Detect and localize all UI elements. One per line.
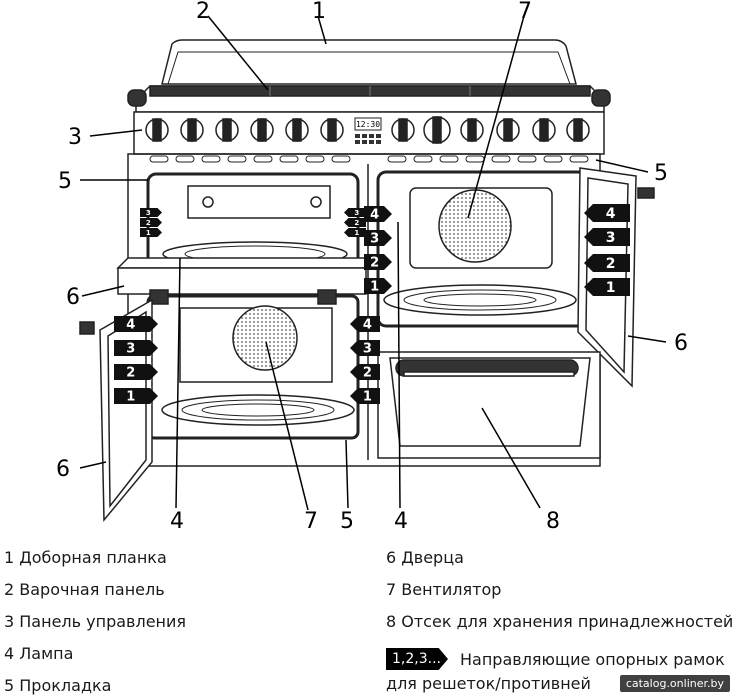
svg-text:2: 2 <box>126 365 135 380</box>
shelf-tag-4: 4 <box>350 316 380 332</box>
left-lower-door <box>79 298 153 523</box>
left-upper-oven <box>146 172 360 268</box>
callout-3: 3 <box>68 125 82 150</box>
shelf-guides-right-door: 1 2 3 4 <box>584 204 630 296</box>
shelf-tag-small-left-3: 3 <box>140 208 162 217</box>
clock-time: 12:30 <box>356 120 380 129</box>
shelf-tag-4: 4 <box>364 206 392 222</box>
svg-text:2: 2 <box>606 256 616 272</box>
shelf-guides-left-upper: 1 1 2 2 3 3 <box>140 208 366 237</box>
shelf-tag-small-left-2: 2 <box>140 218 162 227</box>
shelf-guides-left-lower-left: 1 2 3 4 <box>114 316 158 404</box>
legend-item-5: 5 Прокладка <box>4 676 112 695</box>
upstand <box>161 39 577 85</box>
shelf-tag-2: 2 <box>584 254 630 272</box>
callout-6-left-upper: 6 <box>66 285 80 310</box>
fan-right <box>438 189 512 263</box>
knob-row-right <box>391 116 590 144</box>
svg-text:1: 1 <box>146 229 151 237</box>
callout-7-top: 7 <box>518 0 532 24</box>
svg-text:4: 4 <box>126 317 135 332</box>
svg-text:2: 2 <box>354 219 359 227</box>
legend-item-7: 7 Вентилятор <box>386 580 502 599</box>
legend-item-3: 3 Панель управления <box>4 612 187 631</box>
svg-text:1: 1 <box>126 389 135 404</box>
svg-text:3: 3 <box>126 341 135 356</box>
right-main-door <box>577 167 655 388</box>
shelf-tag-3: 3 <box>114 340 158 356</box>
shelf-tag-2: 2 <box>114 364 158 380</box>
callout-1: 1 <box>312 0 326 24</box>
svg-text:4: 4 <box>370 207 379 222</box>
svg-text:3: 3 <box>354 209 359 217</box>
clock-display: 12:30 <box>354 117 382 144</box>
left-upper-door <box>116 257 374 305</box>
callout-numbers: 1 2 3 4 4 5 5 5 6 6 6 7 7 8 <box>56 0 688 530</box>
shelf-tag-small-right-1: 1 <box>344 228 366 237</box>
callout-5-left: 5 <box>58 169 72 194</box>
shelf-tag-small-right-3: 3 <box>344 208 366 217</box>
svg-text:4: 4 <box>363 317 372 332</box>
svg-text:3: 3 <box>146 209 151 217</box>
shelf-guides-right-oven: 1 2 3 4 <box>364 206 392 294</box>
callout-4-left: 4 <box>170 509 184 530</box>
shelf-tag-1: 1 <box>364 278 392 294</box>
callout-2: 2 <box>196 0 210 24</box>
control-panel: 12:30 <box>133 111 605 163</box>
shelf-tag-1: 1 <box>350 388 380 404</box>
svg-text:1: 1 <box>370 279 379 294</box>
svg-text:2: 2 <box>363 365 372 380</box>
svg-text:1: 1 <box>606 280 616 296</box>
svg-text:3: 3 <box>363 341 372 356</box>
legend-item-6: 6 Дверца <box>386 548 464 567</box>
shelf-guide-description: Направляющие опорных рамок для решеток/п… <box>386 648 725 696</box>
shelf-tag-1: 1 <box>584 278 630 296</box>
callout-6-left-lower: 6 <box>56 457 70 482</box>
shelf-tag-1: 1 <box>114 388 158 404</box>
svg-text:1: 1 <box>354 229 359 237</box>
shelf-guide-line-1: Направляющие опорных рамок <box>460 650 725 669</box>
callout-5-right: 5 <box>654 161 668 186</box>
leader-lines <box>79 15 667 511</box>
legend-item-4: 4 Лампа <box>4 644 74 663</box>
shelf-tag-2: 2 <box>364 254 392 270</box>
hob <box>127 85 611 113</box>
callout-4-right: 4 <box>394 509 408 530</box>
shelf-tag-4: 4 <box>584 204 630 222</box>
callout-7-bottom: 7 <box>304 509 318 530</box>
callout-6-right: 6 <box>674 331 688 356</box>
shelf-tag-3: 3 <box>584 228 630 246</box>
shelf-tag-3: 3 <box>364 230 392 246</box>
left-lower-oven <box>146 294 360 440</box>
watermark-logo: catalog.onliner.by <box>619 675 730 692</box>
svg-text:1: 1 <box>363 389 372 404</box>
right-main-oven <box>376 170 588 328</box>
svg-text:4: 4 <box>606 206 616 222</box>
shelf-tag-2: 2 <box>350 364 380 380</box>
legend-item-2: 2 Варочная панель <box>4 580 165 599</box>
shelf-tag-3: 3 <box>350 340 380 356</box>
legend-item-1: 1 Доборная планка <box>4 548 167 567</box>
knob-row-left <box>145 118 344 142</box>
shelf-tag-4: 4 <box>114 316 158 332</box>
svg-text:2: 2 <box>370 255 379 270</box>
svg-text:2: 2 <box>146 219 151 227</box>
storage-drawer <box>377 351 601 459</box>
vent-slots <box>149 155 589 163</box>
svg-text:3: 3 <box>370 231 379 246</box>
shelf-guide-line-2: для решеток/противней <box>386 674 591 693</box>
callout-5-bottom: 5 <box>340 509 354 530</box>
shelf-guide-badge: 1,2,3... <box>386 648 448 670</box>
range-cooker-diagram: 12:30 <box>56 0 688 530</box>
legend-item-8: 8 Отсек для хранения принадлежностей <box>386 612 734 631</box>
svg-text:3: 3 <box>606 230 616 246</box>
shelf-tag-small-left-1: 1 <box>140 228 162 237</box>
shelf-tag-small-right-2: 2 <box>344 218 366 227</box>
fan-left <box>232 305 298 371</box>
callout-8: 8 <box>546 509 560 530</box>
shelf-guides-left-lower-right: 1 2 3 4 <box>350 316 380 404</box>
